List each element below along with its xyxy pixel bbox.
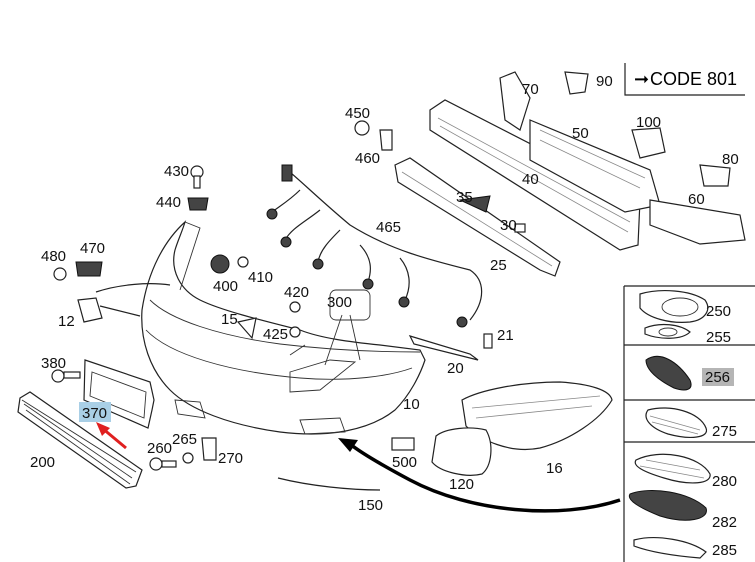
side-panel (623, 285, 755, 562)
label-20: 20 (447, 360, 464, 377)
label-470: 470 (80, 240, 105, 257)
label-400: 400 (213, 278, 238, 295)
part-275-shape (645, 407, 708, 438)
grille-200 (17, 391, 143, 489)
part-280-shape (634, 453, 711, 484)
label-250: 250 (706, 303, 731, 320)
part-labels: 90 70 50 100 80 40 60 450 460 35 30 25 4… (30, 73, 739, 559)
label-70: 70 (522, 81, 539, 98)
label-300: 300 (327, 294, 352, 311)
red-annotation-arrow (96, 422, 127, 450)
code-801-box: ➞ CODE 801 (624, 63, 745, 96)
label-270: 270 (218, 450, 243, 467)
code-text: CODE 801 (650, 69, 737, 89)
label-440: 440 (156, 194, 181, 211)
label-200: 200 (30, 454, 55, 471)
label-500: 500 (392, 454, 417, 471)
part-500 (391, 437, 415, 451)
harness (266, 164, 483, 328)
label-120: 120 (449, 476, 474, 493)
label-420: 420 (284, 284, 309, 301)
beams (394, 71, 746, 277)
label-35: 35 (456, 189, 473, 206)
label-255: 255 (706, 329, 731, 346)
label-280: 280 (712, 473, 737, 490)
strip-150 (277, 477, 381, 491)
label-282: 282 (712, 514, 737, 531)
label-380: 380 (41, 355, 66, 372)
label-100: 100 (636, 114, 661, 131)
callout-arrow (338, 438, 621, 513)
fasteners (51, 120, 493, 471)
part-256-shape (645, 355, 692, 391)
label-275: 275 (712, 423, 737, 440)
label-12: 12 (58, 313, 75, 330)
code-arrow-icon: ➞ (634, 69, 649, 89)
label-425: 425 (263, 326, 288, 343)
highlight-370 (79, 402, 111, 422)
label-430: 430 (164, 163, 189, 180)
label-410: 410 (248, 269, 273, 286)
label-10: 10 (403, 396, 420, 413)
label-370: 370 (82, 405, 107, 422)
label-450: 450 (345, 105, 370, 122)
bumper-cover (141, 220, 426, 435)
label-80: 80 (722, 151, 739, 168)
label-15: 15 (221, 311, 238, 328)
label-21: 21 (497, 327, 514, 344)
strip-20 (408, 335, 479, 361)
label-265: 265 (172, 431, 197, 448)
label-60: 60 (688, 191, 705, 208)
part-255-shape (644, 323, 691, 339)
leader-lines (95, 283, 361, 366)
label-25: 25 (490, 257, 507, 274)
part-120 (431, 427, 492, 476)
label-465: 465 (376, 219, 401, 236)
part-16 (461, 381, 613, 450)
label-30: 30 (500, 217, 517, 234)
label-16: 16 (546, 460, 563, 477)
label-90: 90 (596, 73, 613, 90)
part-282-shape (628, 489, 707, 521)
label-260: 260 (147, 440, 172, 457)
part-12 (77, 297, 103, 323)
label-150: 150 (358, 497, 383, 514)
label-40: 40 (522, 171, 539, 188)
part-285-shape (633, 537, 707, 559)
label-50: 50 (572, 125, 589, 142)
plate-370 (83, 359, 155, 429)
label-256: 256 (705, 369, 730, 386)
label-285: 285 (712, 542, 737, 559)
highlight-256 (702, 368, 734, 386)
label-460: 460 (355, 150, 380, 167)
label-480: 480 (41, 248, 66, 265)
